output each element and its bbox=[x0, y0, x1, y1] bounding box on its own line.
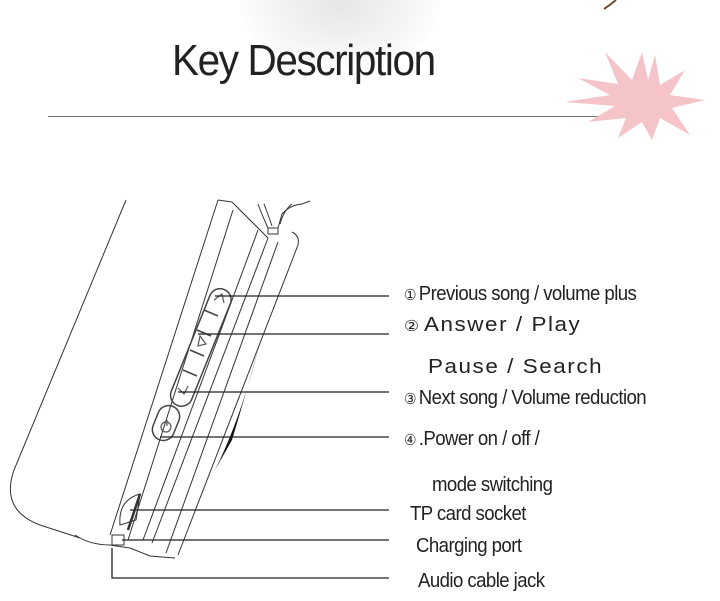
chevron-up-icon bbox=[213, 292, 225, 304]
play-icon bbox=[197, 334, 208, 347]
power-icon bbox=[160, 421, 172, 433]
callout-pause-search: Pause / Search bbox=[428, 356, 604, 378]
page-title: Key Description bbox=[172, 36, 436, 85]
callout-power: ④.Power on / off / bbox=[404, 428, 540, 450]
callout-tp-card-socket: TP card socket bbox=[410, 503, 526, 525]
earcup-outline bbox=[9, 199, 127, 539]
chevron-down-icon bbox=[177, 385, 189, 396]
callout-charging-port: Charging port bbox=[416, 535, 522, 557]
callout-mode-switching: mode switching bbox=[432, 474, 553, 496]
brush-stroke-decoration bbox=[603, 0, 617, 10]
button-strip bbox=[151, 287, 232, 442]
callout-audio-cable-jack: Audio cable jack bbox=[418, 570, 545, 592]
title-divider bbox=[48, 116, 610, 117]
starburst-decoration bbox=[565, 52, 705, 140]
